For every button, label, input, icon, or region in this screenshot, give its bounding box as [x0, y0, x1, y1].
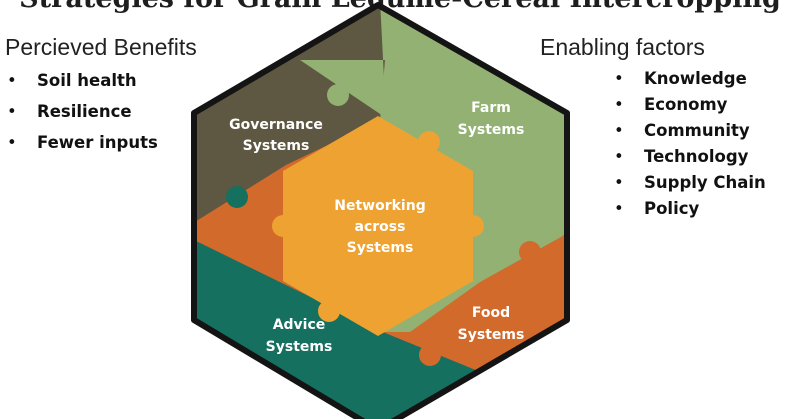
benefit-item: Fewer inputs: [7, 132, 158, 163]
advice-knob: [226, 186, 248, 208]
farm-label: Farm Systems: [458, 100, 525, 138]
advice-label: Advice Systems: [266, 317, 333, 355]
hexagon-outline: [191, 2, 570, 419]
networking-tabs: [272, 131, 484, 322]
networking-segment: [283, 116, 473, 336]
governance-label-line2: Systems: [243, 138, 310, 154]
enabler-item: Supply Chain: [614, 172, 766, 198]
networking-tab: [272, 215, 294, 237]
networking-label: Networking across Systems: [334, 198, 425, 256]
food-label: Food Systems: [458, 305, 525, 343]
enabler-item: Technology: [614, 146, 766, 172]
farm-label-line1: Farm: [471, 100, 511, 116]
governance-label: Governance Systems: [229, 117, 323, 154]
puzzle-knobs: [226, 84, 541, 366]
networking-tab: [318, 300, 340, 322]
advice-label-line1: Advice: [273, 317, 326, 333]
networking-label-line2: across: [355, 219, 406, 235]
enablers-heading: Enabling factors: [540, 34, 705, 60]
farm-knob: [327, 84, 349, 106]
food-knob: [519, 241, 541, 263]
networking-label-line3: Systems: [347, 240, 414, 256]
enabler-item: Economy: [614, 94, 766, 120]
food-knob: [419, 344, 441, 366]
enablers-list: Knowledge Economy Community Technology S…: [614, 68, 766, 224]
benefit-item: Resilience: [7, 101, 158, 132]
farm-label-line2: Systems: [458, 122, 525, 138]
food-label-line2: Systems: [458, 327, 525, 343]
food-label-line1: Food: [472, 305, 510, 321]
advice-label-line2: Systems: [266, 339, 333, 355]
networking-tab: [418, 131, 440, 153]
enabler-item: Policy: [614, 198, 766, 224]
enabler-item: Knowledge: [614, 68, 766, 94]
networking-label-line1: Networking: [334, 198, 425, 214]
benefits-list: Soil health Resilience Fewer inputs: [7, 70, 158, 163]
slide-title: Strategies for Grain Legume-Cereal Inter…: [0, 0, 800, 14]
benefit-item: Soil health: [7, 70, 158, 101]
benefits-heading: Percieved Benefits: [5, 34, 197, 60]
governance-label-line1: Governance: [229, 117, 323, 133]
networking-tab: [462, 215, 484, 237]
enabler-item: Community: [614, 120, 766, 146]
